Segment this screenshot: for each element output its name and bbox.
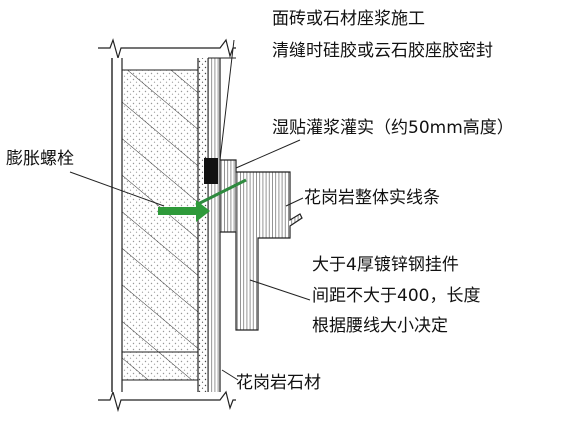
expansion-bolt: [158, 200, 210, 222]
break-line-bottom: [98, 390, 236, 413]
wall-body: [111, 58, 199, 392]
label-expansion-bolt: 膨胀螺栓: [6, 149, 74, 169]
label-hanger-line2: 间距不大于400，长度: [312, 286, 480, 306]
granite-facing: [208, 57, 236, 392]
break-line-top: [98, 38, 236, 61]
break-lines: [98, 38, 236, 413]
label-joint-sealing: 清缝时硅胶或云石胶座胶密封: [272, 41, 493, 61]
label-hanger-line3: 根据腰线大小决定: [312, 316, 448, 336]
label-hanger-line1: 大于4厚镀锌钢挂件: [312, 255, 459, 275]
sealant-joint: [204, 158, 218, 184]
label-tile-bedding: 面砖或石材座浆施工: [272, 9, 425, 29]
steel-hanger: [195, 178, 247, 207]
label-granite-molding: 花岗岩整体实线条: [304, 188, 440, 208]
leader-lines: [69, 39, 311, 381]
label-granite-stone: 花岗岩石材: [236, 373, 321, 393]
granite-molding: [219, 159, 303, 331]
mortar-layer: [198, 58, 209, 392]
label-grout-fill: 湿贴灌浆灌实（约50mm高度）: [272, 118, 514, 138]
wall-dots: [122, 70, 198, 380]
